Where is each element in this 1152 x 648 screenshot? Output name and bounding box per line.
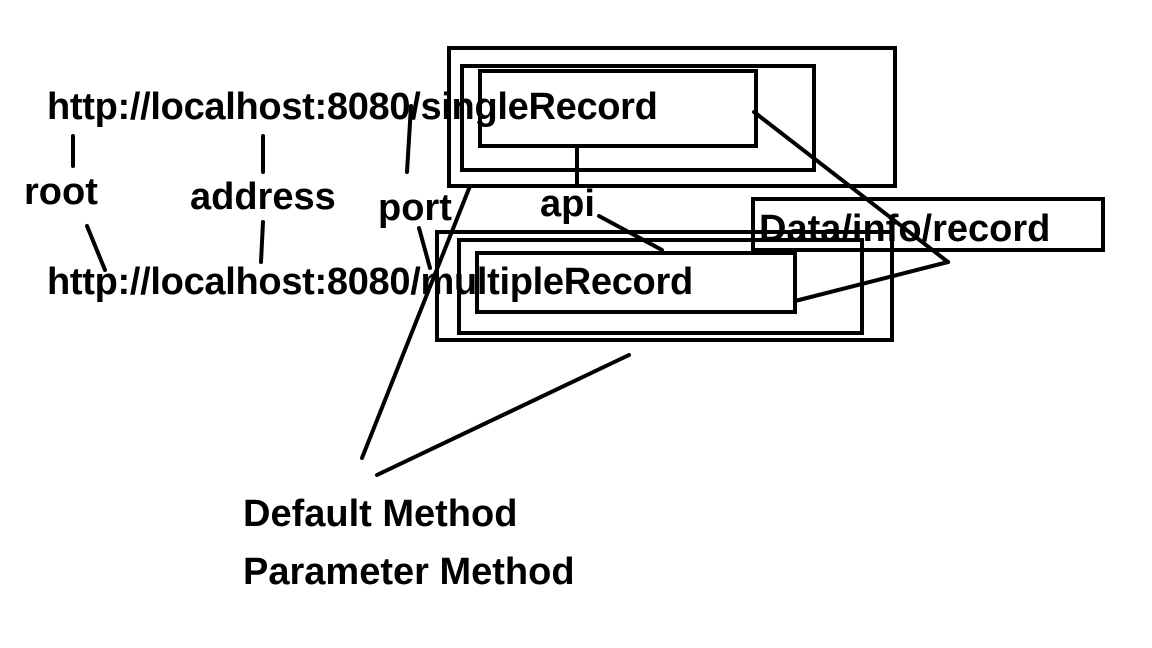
multiple-outer-box [435,230,894,342]
parameter-method-line [375,353,631,477]
multiple-record-url: http://localhost:8080/multipleRecord [47,261,693,303]
port-line-bottom [417,226,432,270]
data-info-record-label: Data/info/record [759,208,1051,250]
default-method-line [360,184,472,460]
multiple-inner-box [475,251,797,314]
data-line-single [752,110,950,264]
default-method-label: Default Method [243,493,518,535]
data-record-box [751,197,1105,252]
address-label: address [190,176,336,218]
multiple-middle-box [457,238,864,335]
api-line-bottom [597,214,664,252]
root-line-bottom [85,224,107,272]
api-label: api [540,183,595,225]
port-line-top [405,104,413,174]
single-inner-box [478,69,758,148]
parameter-method-label: Parameter Method [243,551,575,593]
root-label: root [24,171,98,213]
data-line-multiple [793,260,950,303]
port-label: port [378,187,452,229]
single-outer-box [447,46,897,188]
single-record-url: http://localhost:8080/singleRecord [47,86,658,128]
address-line-bottom [259,220,265,264]
single-middle-box [460,64,816,172]
